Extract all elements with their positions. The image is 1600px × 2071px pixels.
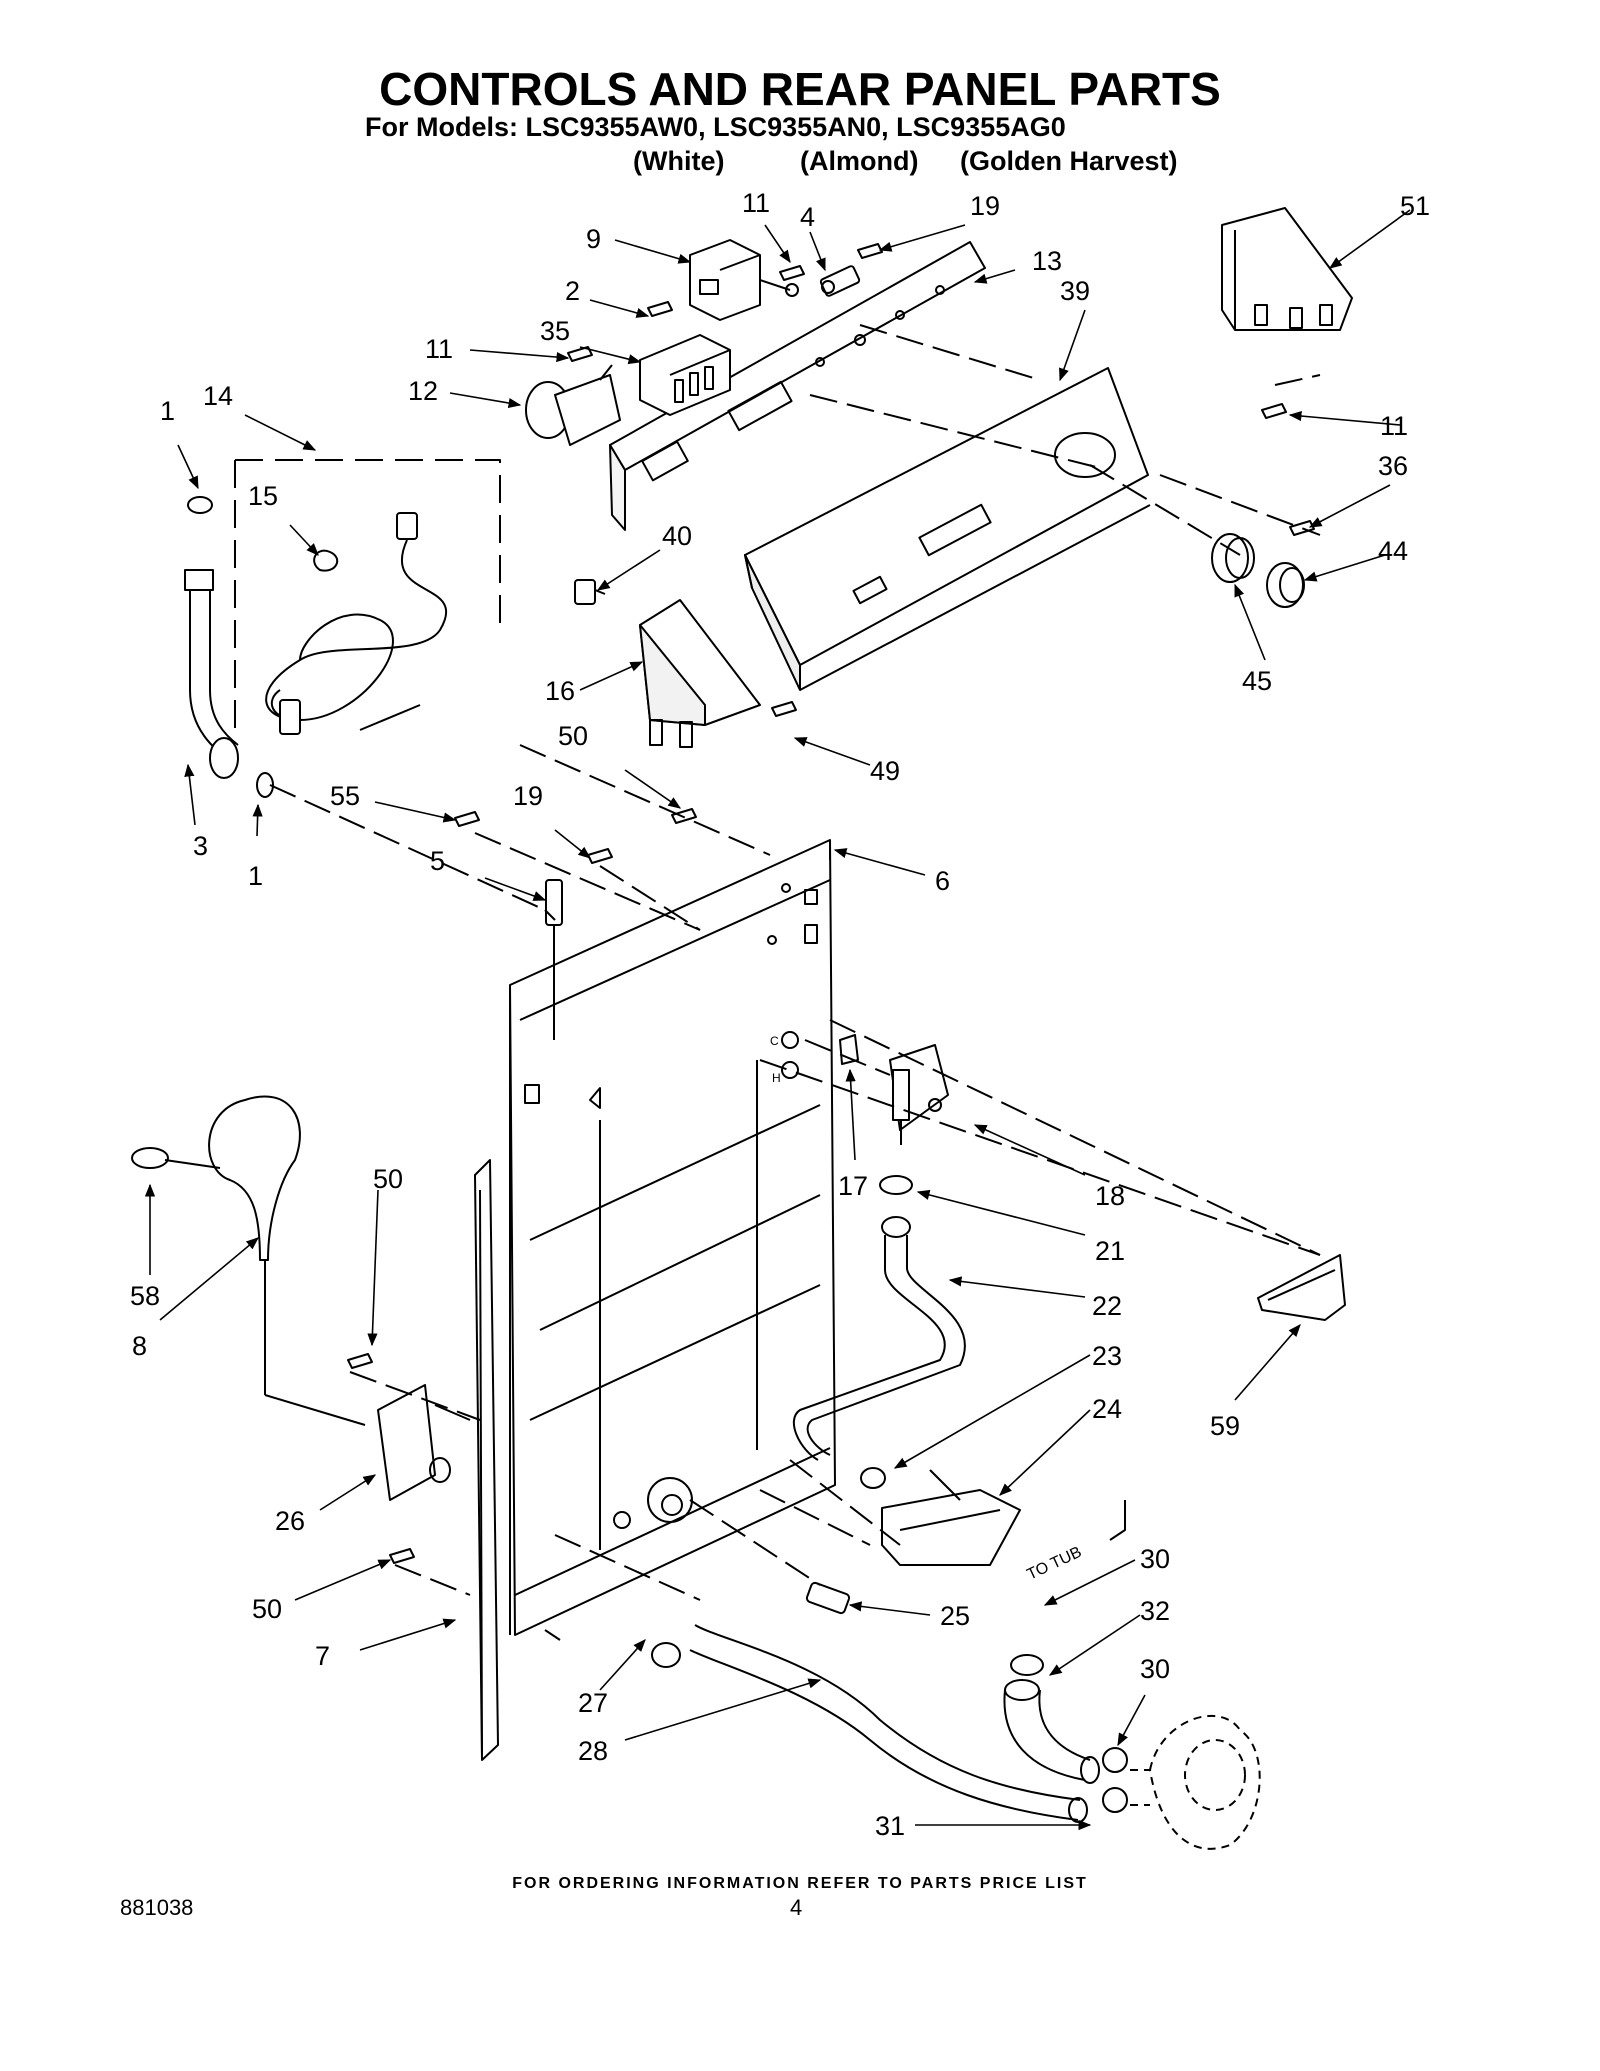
callout-5: 5 (430, 846, 445, 876)
variant-white: (White) (633, 146, 725, 176)
control-mounting-panel (609, 241, 986, 531)
h-mark: H (772, 1071, 781, 1085)
callout-19-mid: 19 (513, 781, 543, 811)
callout-35: 35 (540, 316, 570, 346)
switch-part (819, 265, 861, 297)
water-valve (839, 1034, 949, 1145)
console-part (744, 367, 1151, 691)
callout-1-top: 1 (160, 396, 175, 426)
assembly-lines (269, 324, 1321, 1641)
water-level-switch (525, 364, 621, 446)
knob-assembly (1211, 533, 1305, 608)
callout-55: 55 (330, 781, 360, 811)
callout-30-bottom: 30 (1140, 1654, 1170, 1684)
callout-58: 58 (130, 1281, 160, 1311)
drain-hose (131, 1095, 366, 1426)
clip-part (574, 579, 606, 605)
callout-14: 14 (203, 381, 233, 411)
callout-24: 24 (1092, 1394, 1122, 1424)
hose-bracket (1257, 1254, 1346, 1321)
callout-18: 18 (1095, 1181, 1125, 1211)
callout-31: 31 (875, 1811, 905, 1841)
hose-clamp-21 (879, 1175, 913, 1195)
callout-49: 49 (870, 756, 900, 786)
callout-4: 4 (800, 202, 815, 232)
callout-39: 39 (1060, 276, 1090, 306)
callout-21: 21 (1095, 1236, 1125, 1266)
callout-45: 45 (1242, 666, 1272, 696)
document-number: 881038 (120, 1895, 194, 1920)
drain-pump (377, 1384, 471, 1501)
rotary-switch (639, 334, 731, 416)
page-title: CONTROLS AND REAR PANEL PARTS (379, 63, 1221, 115)
ordering-note: FOR ORDERING INFORMATION REFER TO PARTS … (512, 1875, 1088, 1892)
callout-16: 16 (545, 676, 575, 706)
callout-36: 36 (1378, 451, 1408, 481)
models-line: For Models: LSC9355AW0, LSC9355AN0, LSC9… (365, 112, 1066, 142)
sensor-part (805, 1581, 851, 1615)
rear-panel (509, 839, 836, 1636)
tub-hose (1003, 1654, 1128, 1813)
variant-golden-harvest: (Golden Harvest) (960, 146, 1178, 176)
callout-50-left: 50 (373, 1164, 403, 1194)
callout-19-top: 19 (970, 191, 1000, 221)
callout-25: 25 (940, 1601, 970, 1631)
callout-32: 32 (1140, 1596, 1170, 1626)
to-tub-label: TO TUB (1025, 1544, 1085, 1584)
callout-23: 23 (1092, 1341, 1122, 1371)
fill-hose (793, 1216, 966, 1461)
callout-26: 26 (275, 1506, 305, 1536)
callout-17: 17 (838, 1171, 868, 1201)
end-cap (639, 599, 761, 748)
callout-1-bottom: 1 (248, 861, 263, 891)
callout-30-top: 30 (1140, 1544, 1170, 1574)
callout-labels: 9 11 4 19 13 39 2 35 11 12 14 1 15 51 11… (130, 188, 1430, 1841)
callout-50-top: 50 (558, 721, 588, 751)
callout-7: 7 (315, 1641, 330, 1671)
callout-44: 44 (1378, 536, 1408, 566)
callout-28: 28 (578, 1736, 608, 1766)
variant-almond: (Almond) (800, 146, 919, 176)
page-number: 4 (790, 1895, 803, 1920)
siphon-break (881, 1469, 1021, 1566)
end-cap-bracket (1221, 207, 1353, 331)
c-mark: C (770, 1034, 779, 1048)
hose-clamp-23 (860, 1467, 886, 1489)
callout-11-left: 11 (425, 334, 453, 364)
inlet-hose (184, 496, 274, 798)
callout-9: 9 (586, 224, 601, 254)
callout-22: 22 (1092, 1291, 1122, 1321)
power-cord (234, 459, 501, 740)
screw-group (347, 243, 1315, 1564)
callout-3: 3 (193, 831, 208, 861)
callout-27: 27 (578, 1688, 608, 1718)
callout-8: 8 (132, 1331, 147, 1361)
leader-arrows (144, 209, 1411, 1831)
callout-40: 40 (662, 521, 692, 551)
callout-51: 51 (1400, 191, 1430, 221)
timer-part (689, 239, 799, 321)
callout-11-right: 11 (1380, 411, 1408, 441)
drain-hose-28 (651, 1624, 1088, 1823)
callout-11-top: 11 (742, 188, 770, 218)
tub-guide-line (1109, 1500, 1126, 1541)
callout-15: 15 (248, 481, 278, 511)
callout-6: 6 (935, 866, 950, 896)
callout-50-bottom: 50 (252, 1594, 282, 1624)
callout-12: 12 (408, 376, 438, 406)
pump-outline (1130, 1714, 1261, 1850)
callout-13: 13 (1032, 246, 1062, 276)
callout-59: 59 (1210, 1411, 1240, 1441)
callout-2: 2 (565, 276, 580, 306)
side-strip (474, 1159, 499, 1761)
